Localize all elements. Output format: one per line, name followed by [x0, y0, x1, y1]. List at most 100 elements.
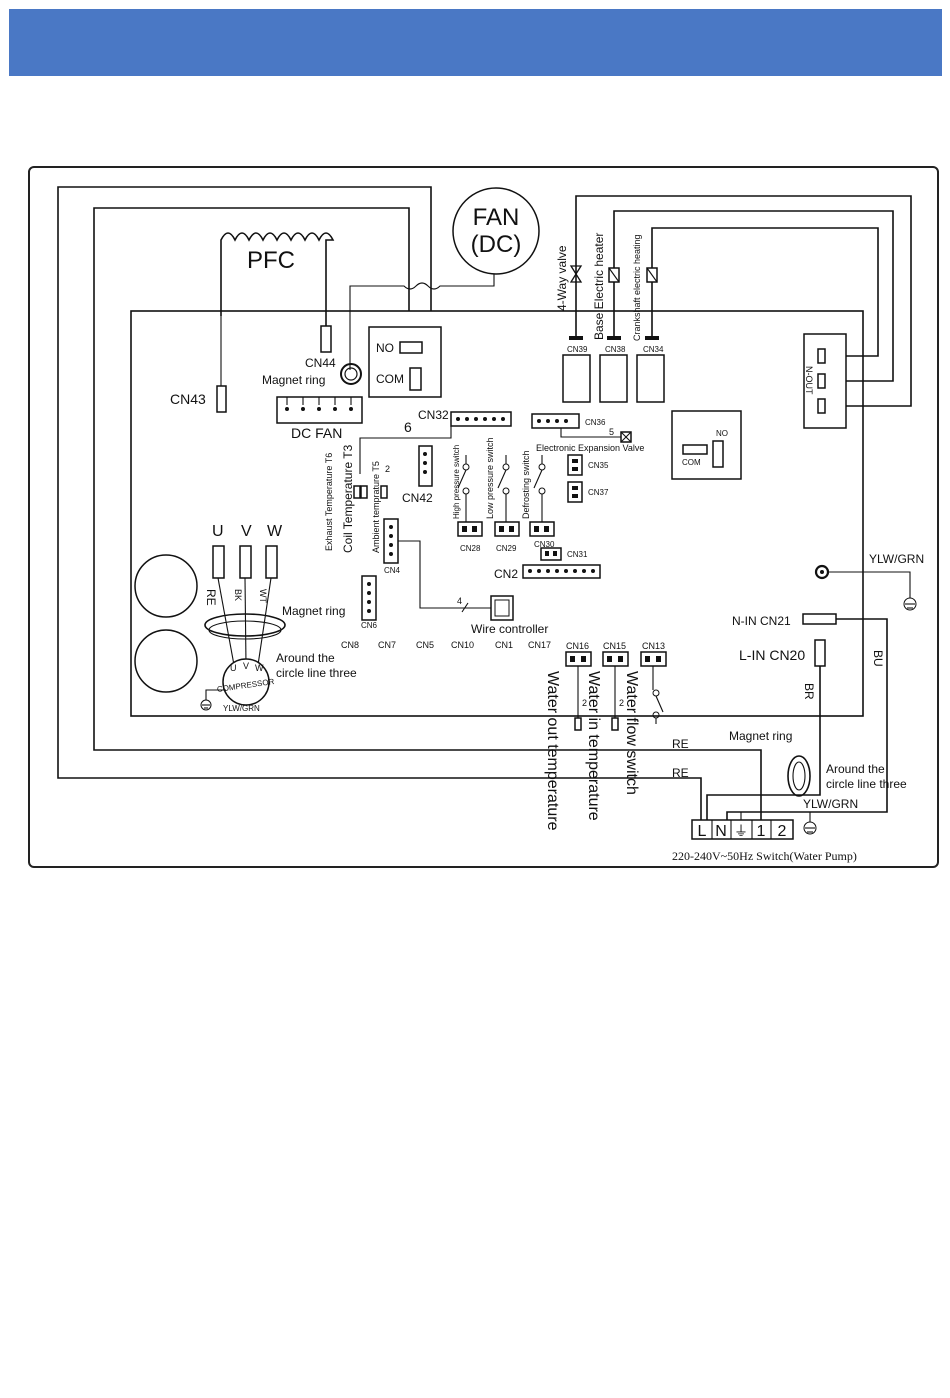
header-band [9, 9, 942, 76]
cn32-pin-count: 6 [404, 419, 412, 435]
outer-wire-loop-2 [93, 207, 762, 822]
t3-sensor [360, 485, 368, 499]
re-label-top: RE [672, 737, 689, 751]
cn15-connector [602, 651, 629, 667]
low-pressure-label: Low pressure switch [485, 437, 495, 519]
right-relay-no: NO [716, 429, 728, 438]
power-magnet-ring [787, 755, 811, 797]
cn1-label: CN1 [495, 640, 513, 650]
around-line1-right: Around the [826, 762, 885, 776]
high-pressure-label: High pressure switch [452, 445, 461, 519]
bu-label: BU [871, 650, 885, 667]
pcb-board [130, 310, 864, 717]
defrosting-label: Defrosting switch [521, 450, 531, 519]
cn39-label: CN39 [567, 345, 588, 354]
exhaust-temp-label: Exhaust Temperature T6 [324, 453, 334, 551]
re-label-bottom: RE [672, 766, 689, 780]
cn5-label: CN5 [416, 640, 434, 650]
wire-color-re: RE [204, 589, 218, 606]
cn38-relay [599, 354, 628, 403]
svg-text:2: 2 [385, 464, 390, 474]
diagram-frame [28, 166, 939, 868]
cn28-label: CN28 [460, 544, 481, 553]
cn6-label: CN6 [361, 621, 378, 630]
br-label: BR [802, 683, 816, 700]
magnet-ring-label-power: Magnet ring [729, 729, 792, 743]
board-ground-icon [903, 597, 917, 611]
phase-w-terminal [265, 545, 278, 579]
low-pressure-switch [497, 455, 510, 522]
cn30-sw-connector [529, 521, 555, 537]
cn2-label: CN2 [494, 567, 518, 581]
phase-u: U [212, 523, 224, 540]
4way-valve-symbol [569, 265, 583, 283]
cn29-connector [494, 521, 520, 537]
right-relay-com: COM [682, 458, 701, 467]
terminal-1: 1 [757, 823, 766, 840]
outer-wire-loop-1 [57, 186, 702, 822]
n-in-connector [802, 613, 837, 625]
cn32-connector [450, 411, 512, 427]
cn2-connector [522, 564, 601, 579]
terminal-ground: ⏚ [734, 823, 748, 839]
svg-text:2: 2 [582, 698, 587, 708]
cn32-label: CN32 [418, 408, 449, 422]
fan-dc-motor [452, 187, 540, 275]
valve-loop-outer [575, 195, 912, 407]
cn43-label: CN43 [170, 391, 206, 407]
wire-controller-label: Wire controller [471, 622, 548, 636]
cn35-connector [567, 454, 583, 476]
water-in-sensor [611, 717, 619, 731]
svg-text:V: V [243, 661, 249, 671]
terminal-2: 2 [778, 823, 787, 840]
water-out-sensor [574, 717, 582, 731]
terminal-n: N [715, 823, 727, 840]
cn7-label: CN7 [378, 640, 396, 650]
br-wire [706, 666, 821, 822]
cn44-connector [320, 325, 332, 353]
fan-relay-com: COM [376, 372, 404, 386]
cn4-label: CN4 [384, 566, 401, 575]
cn39-relay [562, 354, 591, 403]
wire-color-wt: WT [258, 589, 268, 603]
cn10-label: CN10 [451, 640, 474, 650]
phase-v: V [241, 523, 252, 540]
fan-label-line2: (DC) [471, 231, 522, 258]
capacitor-bottom [134, 629, 198, 693]
cn13-label: CN13 [642, 641, 665, 651]
ylw-grn-label-top: YLW/GRN [869, 552, 924, 566]
cn31-label: CN31 [567, 550, 588, 559]
around-line2-right: circle line three [826, 777, 907, 791]
l-in-label: L-IN CN20 [739, 647, 805, 663]
fan-relay-no: NO [376, 341, 394, 355]
svg-text:2: 2 [619, 698, 624, 708]
cn37-connector [567, 481, 583, 503]
compressor-magnet-ring [204, 613, 286, 637]
cn28-connector [457, 521, 483, 537]
heater-loop-mid [613, 210, 894, 382]
cn37-label: CN37 [588, 488, 609, 497]
cn8-label: CN8 [341, 640, 359, 650]
water-in-label: Water in temperature [585, 671, 602, 821]
water-out-label: Water out temperature [544, 671, 561, 831]
svg-text:4: 4 [457, 596, 462, 606]
cn38-label: CN38 [605, 345, 626, 354]
4way-valve-label: 4-Way valve [555, 245, 569, 311]
around-line1-left: Around the [276, 651, 335, 665]
n-in-label: N-IN CN21 [732, 614, 791, 628]
defrosting-switch [533, 455, 546, 522]
fan-magnet-ring [340, 363, 362, 385]
cn35-label: CN35 [588, 461, 609, 470]
wire-controller [490, 595, 514, 621]
water-flow-label: Water flow switch [623, 671, 640, 795]
svg-text:W: W [255, 663, 264, 673]
cn42-connector [418, 445, 433, 487]
pfc-label: PFC [247, 247, 295, 274]
ambient-temp-label: Ambient temprature T5 [371, 461, 381, 553]
cn17-label: CN17 [528, 640, 551, 650]
capacitor-top [134, 554, 198, 618]
fan-relay-box [368, 326, 442, 398]
cn15-label: CN15 [603, 641, 626, 651]
coil-temp-label: Coil Temperature T3 [341, 444, 355, 553]
